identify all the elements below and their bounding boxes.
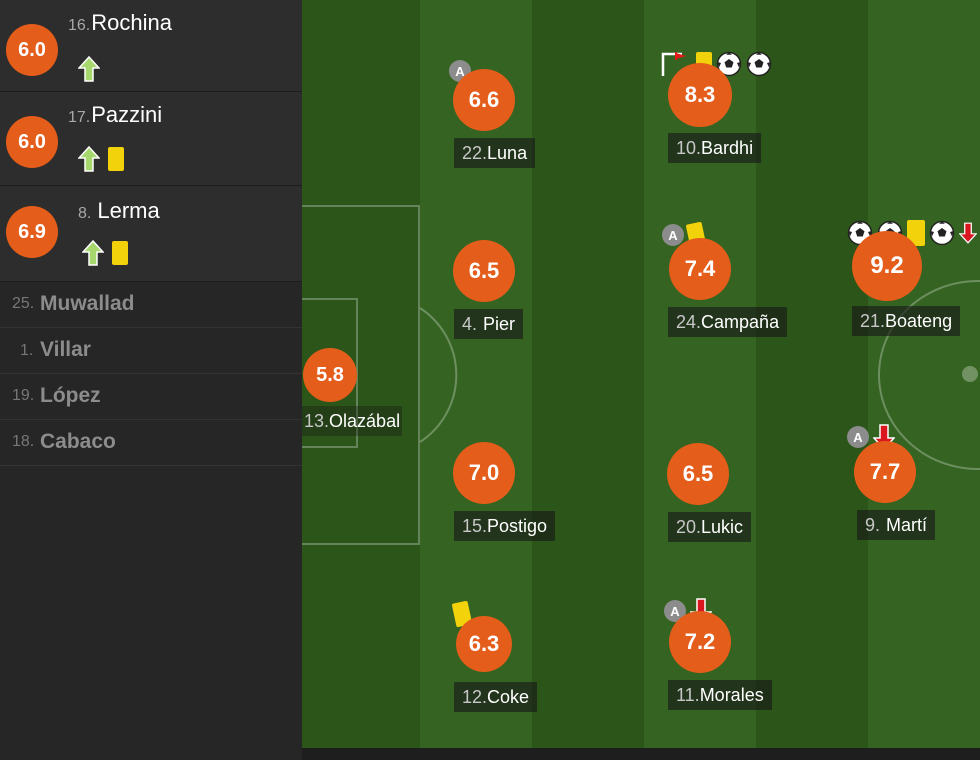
player-name: Coke: [487, 687, 530, 707]
player-name-tag: 4.Pier: [454, 309, 524, 339]
player-name-tag: 22.Luna: [454, 138, 536, 168]
player-name-tag: 10.Bardhi: [668, 133, 762, 163]
rating-badge: 6.5: [453, 240, 515, 302]
player-number: 21.: [860, 311, 886, 331]
pitch-footer: [302, 748, 980, 760]
rating-badge: 7.4: [669, 238, 731, 300]
player-number: 4.: [462, 314, 478, 334]
player-name: Morales: [699, 685, 764, 705]
player-name: 16.Rochina: [68, 10, 172, 36]
player-name: Luna: [487, 143, 528, 163]
player-name: Martí: [886, 515, 928, 535]
player-number: 20.: [676, 517, 702, 537]
yellow-card-icon: [907, 220, 925, 246]
player-name: Postigo: [487, 516, 548, 536]
player-number: 19.: [12, 387, 35, 404]
sub-in-arrow-icon: [82, 240, 104, 266]
player-name: Campaña: [701, 312, 780, 332]
player-number: 12.: [462, 687, 488, 707]
player-name: Boateng: [885, 311, 953, 331]
player-name-text: Lerma: [97, 198, 160, 223]
lineup-sidebar: 6.0 16.Rochina 6.0 17.Pazzini 6.9 8. Lerm…: [0, 0, 302, 760]
player-name-text: Rochina: [91, 10, 172, 35]
player-name: 8. Lerma: [78, 198, 160, 224]
player-name: 17.Pazzini: [68, 102, 162, 128]
player-name-tag: 21.Boateng: [852, 306, 961, 336]
player-number: 9.: [865, 515, 881, 535]
player-name-tag: 11.Morales: [668, 680, 772, 710]
player-name-text: Pazzini: [91, 102, 163, 127]
sub-in-arrow-icon: [78, 146, 100, 172]
yellow-card-icon: [112, 241, 128, 265]
rating-badge: 5.8: [303, 348, 357, 402]
rating-badge: 7.0: [453, 442, 515, 504]
event-icons: A: [662, 221, 707, 249]
substitute-row[interactable]: 6.9 8. Lerma: [0, 186, 302, 282]
captain-icon: A: [847, 426, 869, 448]
player-name-tag: 9.Martí: [857, 510, 936, 540]
bench-row[interactable]: 25. Muwallad: [0, 282, 302, 328]
player-name: Olazábal: [329, 411, 401, 431]
substitute-row[interactable]: 6.0 17.Pazzini: [0, 92, 302, 186]
player-name-tag: 15.Postigo: [454, 511, 556, 541]
sub-in-arrow-icon: [78, 56, 100, 82]
corner-flag-icon: [661, 52, 686, 76]
player-number: 13.: [304, 411, 330, 431]
bench-row[interactable]: 18. Cabaco: [0, 420, 302, 466]
player-number: 17.: [68, 109, 91, 126]
player-name-tag: 13.Olazábal: [302, 406, 403, 436]
goal-ball-icon: [716, 51, 742, 77]
player-name-tag: 24.Campaña: [668, 307, 788, 337]
center-spot: [962, 366, 978, 382]
event-icons: [78, 56, 100, 82]
pitch-stripe: [756, 0, 868, 748]
player-number: 18.: [12, 433, 35, 450]
player-name: Lukic: [701, 517, 744, 537]
rating-badge: 7.7: [854, 441, 916, 503]
rating-badge: 6.9: [6, 206, 58, 258]
rating-badge: 9.2: [852, 231, 922, 301]
goal-ball-icon: [929, 220, 955, 246]
player-number: 16.: [68, 17, 91, 34]
player-name: Cabaco: [40, 430, 116, 453]
player-name: Muwallad: [40, 292, 135, 315]
rating-badge: 6.0: [6, 116, 58, 168]
player-number: 22.: [462, 143, 488, 163]
penalty-box: [302, 205, 420, 545]
event-icons: [78, 146, 124, 172]
goal-area: [302, 298, 358, 448]
bench-row[interactable]: 19. López: [0, 374, 302, 420]
rating-badge: 6.3: [456, 616, 512, 672]
substitute-row[interactable]: 6.0 16.Rochina: [0, 0, 302, 92]
player-name-tag: 12.Coke: [454, 682, 538, 712]
pitch-stripe: [532, 0, 644, 748]
goal-ball-icon: [746, 51, 772, 77]
rating-badge: 6.0: [6, 24, 58, 76]
player-number: 10.: [676, 138, 702, 158]
player-name: Villar: [40, 338, 91, 361]
captain-icon: A: [662, 224, 684, 246]
pitch: [302, 0, 980, 748]
rating-badge: 7.2: [669, 611, 731, 673]
event-icons: [82, 240, 128, 266]
player-name: Pier: [483, 314, 516, 334]
player-number: 11.: [676, 685, 700, 705]
player-name: López: [40, 384, 101, 407]
player-name: Bardhi: [701, 138, 754, 158]
bench-row[interactable]: 1. Villar: [0, 328, 302, 374]
player-number: 8.: [78, 205, 92, 222]
yellow-card-icon: [108, 147, 124, 171]
player-name-tag: 20.Lukic: [668, 512, 752, 542]
player-number: 24.: [676, 312, 702, 332]
player-number: 15.: [462, 516, 488, 536]
player-number: 25.: [12, 295, 35, 312]
rating-badge: 6.6: [453, 69, 515, 131]
rating-badge: 8.3: [668, 63, 732, 127]
player-number: 1.: [20, 342, 34, 359]
sub-out-arrow-icon: [959, 222, 977, 244]
rating-badge: 6.5: [667, 443, 729, 505]
penalty-arc: [419, 307, 458, 443]
